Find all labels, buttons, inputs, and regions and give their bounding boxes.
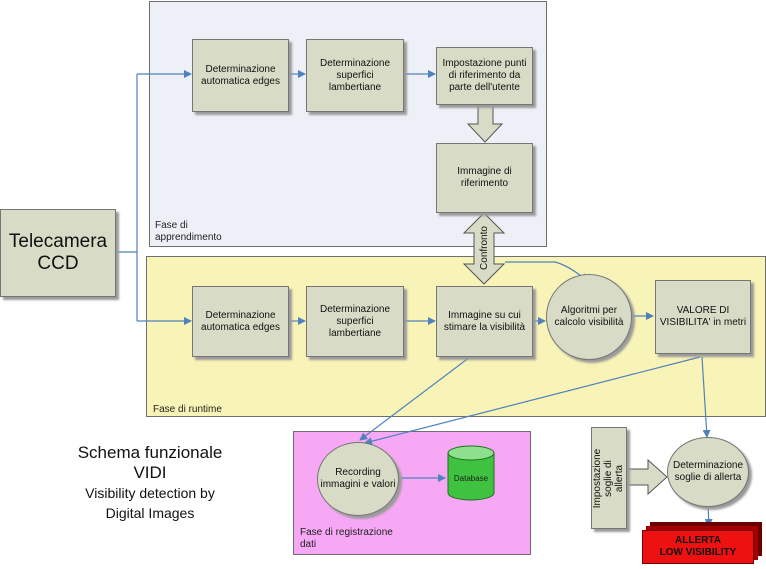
ccd-camera-label: Telecamera CCD [8,231,108,274]
runtime-image-box: Immagine su cui stimare la visibilità [436,286,533,357]
database-label: Database [453,474,489,483]
low-visibility-alert: ALLERTA LOW VISIBILITY [642,530,754,564]
recording-label: Recording immagini e valori [320,467,396,490]
arrow-image-to-recording [359,356,471,441]
block-arrow-setting-to-determination [627,458,668,496]
title-line-1: Schema funzionale [77,443,223,462]
database-icon [447,445,495,501]
runtime-surfaces-label: Determinazione superfici lambertiane [319,303,391,339]
arrow-value-to-thresholds [701,356,711,438]
title-line-2: VIDI [133,463,167,482]
learning-surfaces-label: Determinazione superfici lambertiane [319,57,391,93]
ccd-camera-box: Telecamera CCD [0,209,116,297]
reference-points-box: Impostazione punti di riferimento da par… [436,47,533,105]
alert-line-1: ALLERTA [675,535,721,546]
visibility-algorithms-circle: Algoritmi per calcolo visibilità [546,274,632,360]
arrow-thresholds-to-alert [704,504,713,527]
runtime-edges-box: Determinazione automatica edges [192,286,289,357]
arrow-value-to-recording [364,356,701,446]
reference-image-label: Immagine di riferimento [457,166,512,189]
visibility-value-label: VALORE DI VISIBILITA' in metri [659,305,747,328]
learning-edges-label: Determinazione automatica edges [201,63,280,87]
reference-image-box: Immagine di riferimento [436,143,533,213]
learning-phase-label: Fase di apprendimento [155,220,222,243]
threshold-determination-circle: Determinazione soglie di allerta [667,437,749,507]
threshold-setting-box: Impostazione soglie di allerta [591,427,627,529]
title-line-3: Visibility detection by [85,485,215,501]
block-arrow-points-to-reference [466,105,504,143]
runtime-image-label: Immagine su cui stimare la visibilità [443,309,526,333]
threshold-determination-label: Determinazione soglie di allerta [672,460,744,483]
learning-surfaces-box: Determinazione superfici lambertiane [306,39,404,112]
reference-points-label: Impostazione punti di riferimento da par… [442,58,527,93]
comparison-double-arrow [462,212,506,285]
recording-circle: Recording immagini e valori [317,442,399,516]
comparison-label: Confronto [479,226,490,270]
learning-edges-box: Determinazione automatica edges [192,39,289,112]
recording-phase-label: Fase di registrazione dati [300,527,393,550]
diagram-title: Schema funzionale VIDI Visibility detect… [25,443,275,523]
threshold-setting-label: Impostazione soglie di allerta [592,448,626,508]
visibility-value-box: VALORE DI VISIBILITA' in metri [655,280,751,354]
runtime-surfaces-box: Determinazione superfici lambertiane [306,286,404,357]
runtime-edges-label: Determinazione automatica edges [201,309,280,333]
runtime-phase-label: Fase di runtime [153,404,222,415]
visibility-algorithms-label: Algoritmi per calcolo visibilità [554,305,624,328]
alert-line-2: LOW VISIBILITY [659,547,737,558]
title-line-4: Digital Images [105,505,195,521]
